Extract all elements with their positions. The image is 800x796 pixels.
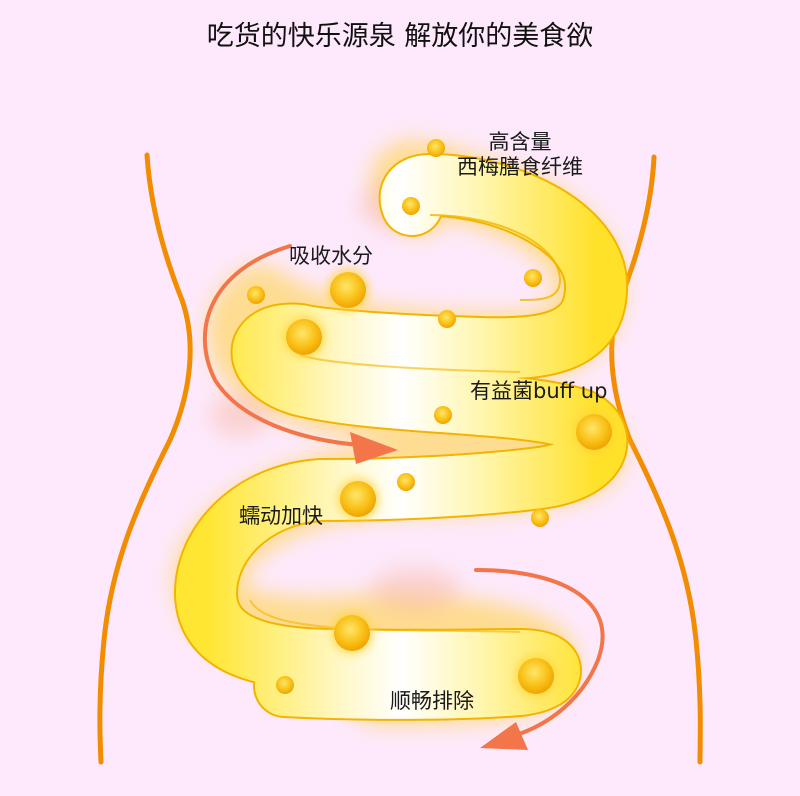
particle — [247, 286, 265, 304]
body-outline-left — [97, 152, 193, 765]
nutrient-particles — [247, 139, 616, 698]
label-fiber-line2: 西梅膳食纤维 — [457, 155, 583, 180]
particle — [531, 509, 549, 527]
particle — [438, 310, 456, 328]
particle — [330, 272, 366, 308]
label-excretion: 顺畅排除 — [390, 689, 474, 713]
label-absorb: 吸收水分 — [289, 244, 373, 268]
particle — [402, 197, 420, 215]
particle — [518, 658, 554, 694]
body-outline-right — [609, 154, 703, 765]
label-fiber-line1: 高含量 — [488, 130, 552, 154]
particle — [427, 139, 445, 157]
particle — [340, 481, 376, 517]
label-probiotic: 有益菌buff up — [470, 379, 608, 403]
flow-arrow-lower — [474, 568, 605, 750]
particle — [524, 269, 542, 287]
label-fiber: 高含量 西梅膳食纤维 — [440, 130, 600, 180]
particle — [397, 473, 415, 491]
page-title: 吃货的快乐源泉 解放你的美食欲 — [206, 21, 594, 52]
label-peristalsis: 蠕动加快 — [239, 504, 323, 528]
particle — [286, 319, 322, 355]
particle — [576, 414, 612, 450]
particle — [434, 406, 452, 424]
intestine-tube — [174, 153, 629, 721]
flow-arrow-upper — [202, 244, 398, 464]
particle — [276, 676, 294, 694]
particle — [334, 615, 370, 651]
